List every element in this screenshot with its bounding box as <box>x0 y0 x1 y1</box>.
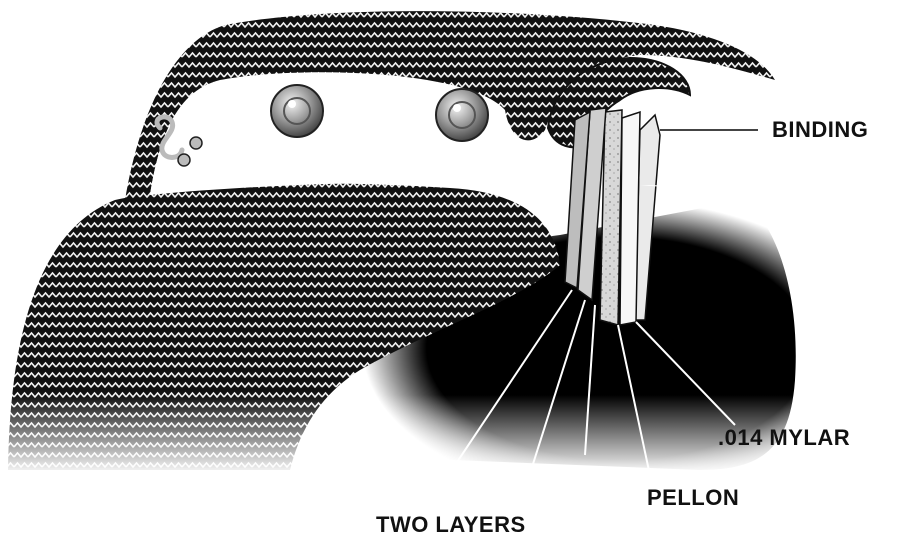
label-mylar: .014 MYLAR <box>718 425 850 451</box>
snap-rivet-icon <box>436 89 488 141</box>
snap-rivet-icon <box>271 85 323 137</box>
label-pellon: PELLON <box>647 485 739 511</box>
label-binding: BINDING <box>772 117 868 143</box>
label-two-layers: TWO LAYERS <box>376 512 526 538</box>
mylar-layer <box>620 112 640 325</box>
